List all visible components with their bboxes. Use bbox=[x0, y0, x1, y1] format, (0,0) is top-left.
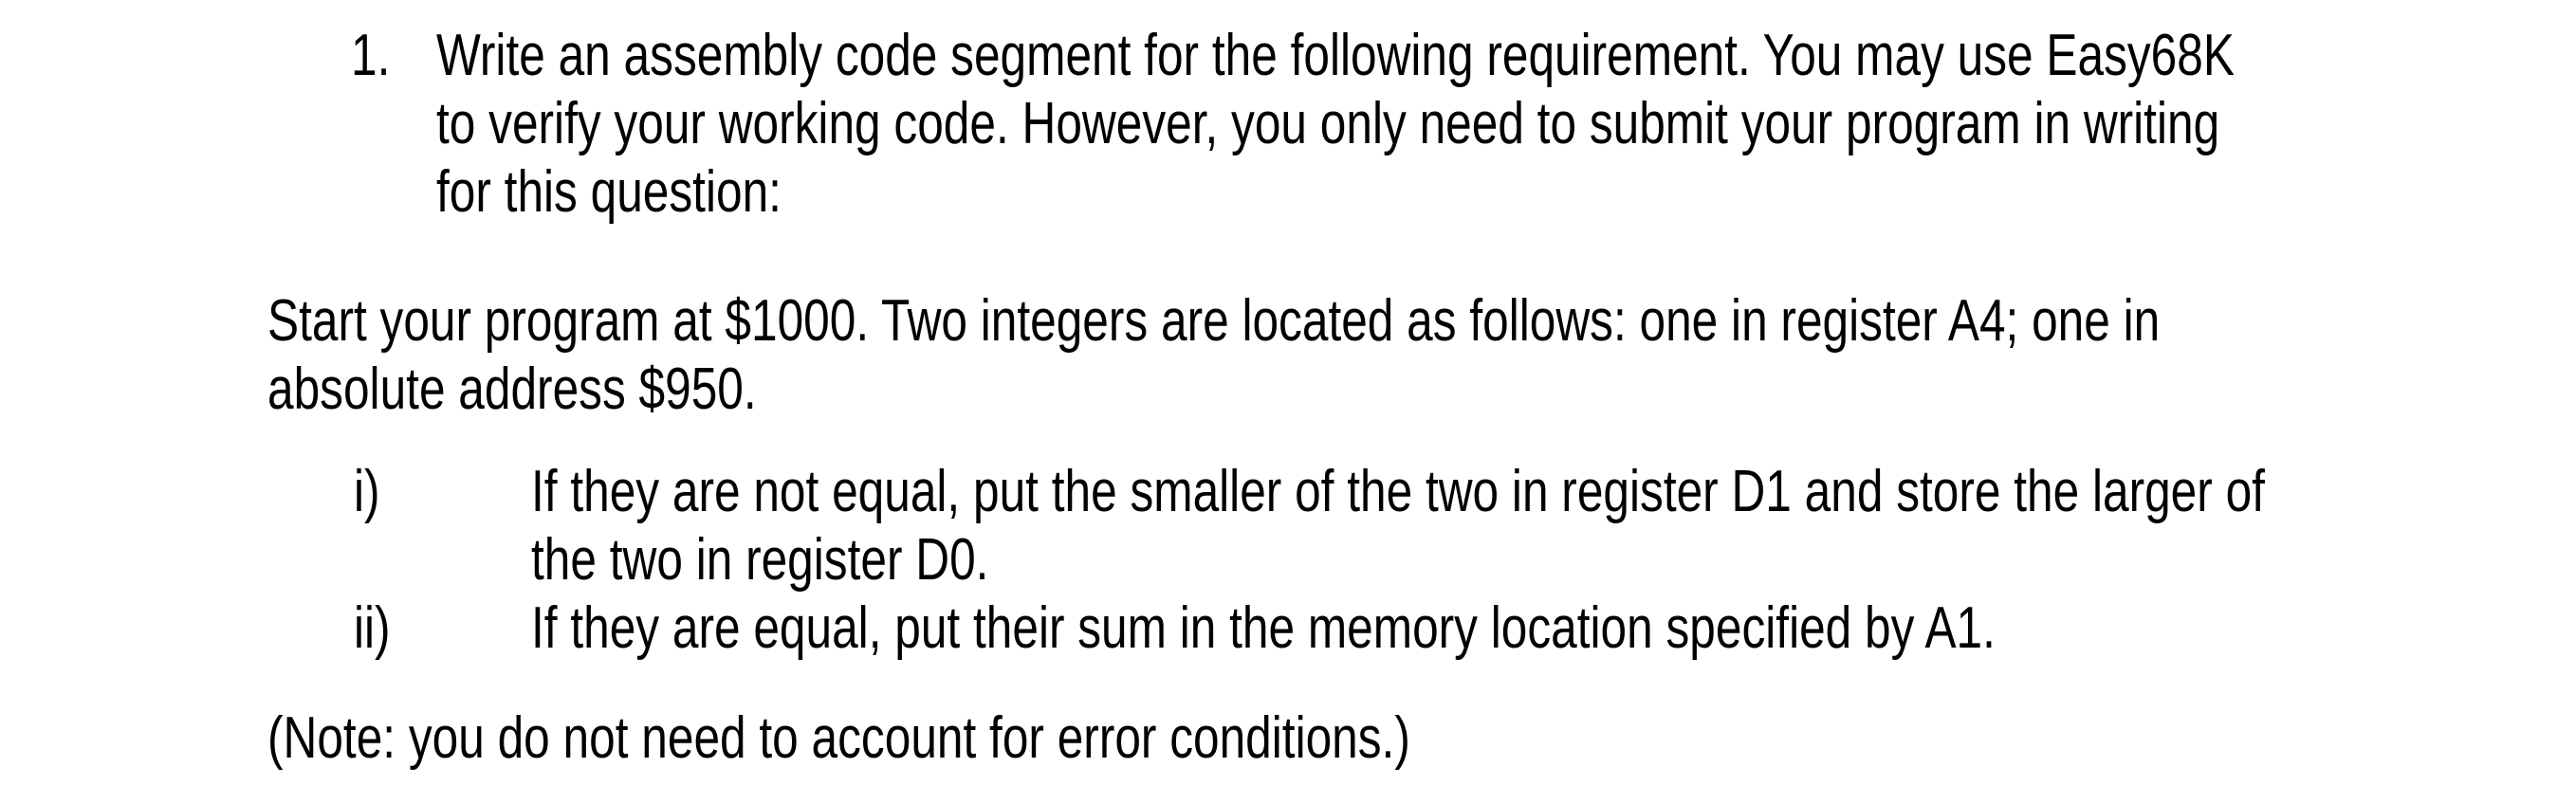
subquestion-text: If they are not equal, put the smaller o… bbox=[531, 458, 2576, 594]
question-text: Write an assembly code segment for the f… bbox=[436, 22, 2576, 227]
subquestion-item-i: i) If they are not equal, put the smalle… bbox=[354, 458, 2576, 594]
subquestion-text: If they are equal, put their sum in the … bbox=[531, 594, 2362, 663]
intro-paragraph: Start your program at $1000. Two integer… bbox=[267, 287, 2576, 424]
question-number-text: 1. bbox=[351, 23, 391, 88]
intro-paragraph-line-1: Start your program at $1000. Two integer… bbox=[267, 288, 2161, 354]
subquestion-i-line-2: the two in register D0. bbox=[531, 527, 989, 593]
subquestion-marker: i) bbox=[354, 458, 531, 526]
question-text-line-2: to verify your working code. However, yo… bbox=[436, 91, 2220, 156]
subquestion-ii-line-1: If they are equal, put their sum in the … bbox=[531, 595, 1996, 661]
note-paragraph: (Note: you do not need to account for er… bbox=[267, 704, 2576, 773]
intro-paragraph-line: Start your program at $1000. Two integer… bbox=[267, 287, 2576, 356]
subquestion-list: i) If they are not equal, put the smalle… bbox=[354, 458, 2576, 663]
intro-paragraph-line: absolute address $950. bbox=[267, 356, 2576, 424]
question-text-line: Write an assembly code segment for the f… bbox=[436, 22, 2576, 90]
question-number: 1. bbox=[351, 22, 436, 90]
note-text: (Note: you do not need to account for er… bbox=[267, 705, 1410, 771]
note-line: (Note: you do not need to account for er… bbox=[267, 704, 2576, 773]
subquestion-i-line-1: If they are not equal, put the smaller o… bbox=[531, 459, 2265, 524]
subquestion-marker: ii) bbox=[354, 594, 531, 663]
question-text-line: for this question: bbox=[436, 158, 2576, 227]
subquestion-item-ii: ii) If they are equal, put their sum in … bbox=[354, 594, 2576, 663]
question-text-line: to verify your working code. However, yo… bbox=[436, 90, 2576, 158]
subquestion-text-line: If they are equal, put their sum in the … bbox=[531, 594, 2362, 663]
subquestion-text-line: the two in register D0. bbox=[531, 526, 2576, 594]
subquestion-text-line: If they are not equal, put the smaller o… bbox=[531, 458, 2576, 526]
question-text-line-1: Write an assembly code segment for the f… bbox=[436, 23, 2235, 88]
question-text-line-3: for this question: bbox=[436, 159, 782, 225]
intro-paragraph-line-2: absolute address $950. bbox=[267, 356, 757, 422]
subquestion-marker-text: i) bbox=[354, 459, 380, 524]
question-item-1: 1. Write an assembly code segment for th… bbox=[351, 0, 2576, 227]
subquestion-marker-text: ii) bbox=[354, 595, 391, 661]
